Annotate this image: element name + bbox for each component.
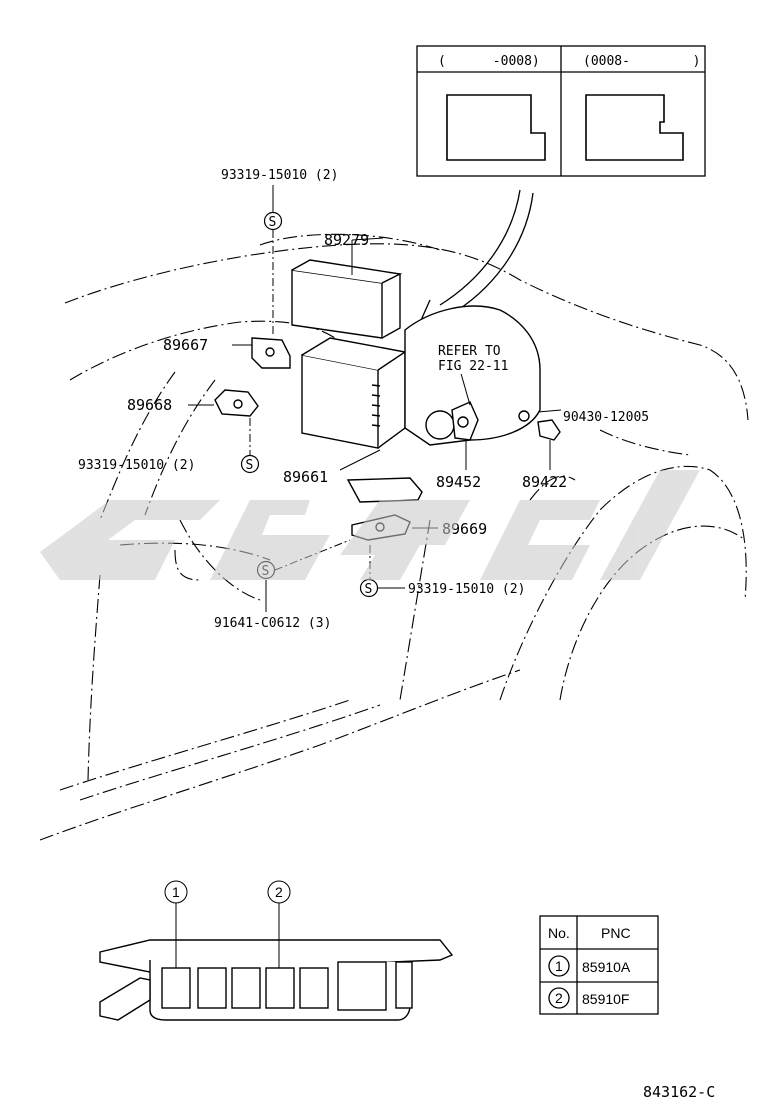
bracket-89668	[214, 389, 259, 417]
refer-bg	[435, 340, 517, 374]
connector-callouts	[164, 880, 291, 968]
label-89667: 89667	[163, 336, 208, 354]
pnc-row1-pnc: 85910A	[582, 959, 631, 975]
pnc-header-pnc: PNC	[601, 925, 631, 941]
label-89661: 89661	[283, 468, 328, 486]
inset-right-label: (0008- )	[583, 54, 700, 69]
pnc-header-no: No.	[548, 925, 570, 941]
label-93319-left: 93319-15010 (2)	[78, 458, 195, 473]
s-mark-bottom: S	[359, 578, 379, 598]
callout-1: 1	[172, 884, 180, 900]
label-93319-top: 93319-15010 (2)	[221, 168, 338, 183]
sensor-89422	[518, 410, 561, 441]
diagram-id: 843162-C	[643, 1083, 715, 1101]
inset-left-label: ( -0008)	[438, 54, 540, 69]
pnc-table	[539, 915, 659, 1015]
inset-box	[416, 45, 706, 177]
svg-text:S: S	[246, 458, 254, 473]
pnc-row1-no: 1	[555, 958, 563, 974]
pnc-row2-pnc: 85910F	[582, 991, 629, 1007]
sensor-89452	[451, 401, 479, 441]
s-mark-left: S	[240, 454, 260, 474]
svg-text:S: S	[365, 582, 373, 597]
bracket-89667	[251, 337, 291, 369]
label-refer-line1: REFER TO	[438, 344, 501, 359]
callout-2: 2	[275, 884, 283, 900]
label-89422: 89422	[522, 473, 567, 491]
label-refer-line2: FIG 22-11	[438, 359, 508, 374]
label-89452: 89452	[436, 473, 481, 491]
watermark-logo	[40, 470, 700, 580]
label-91641: 91641-C0612 (3)	[214, 616, 331, 631]
pnc-row2-no: 2	[555, 990, 563, 1006]
label-89279: 89279	[324, 231, 369, 249]
svg-text:S: S	[269, 215, 277, 230]
s-mark-top: S	[263, 211, 283, 231]
pointer-arrow	[421, 189, 534, 323]
label-90430: 90430-12005	[563, 410, 649, 425]
label-93319-bottom: 93319-15010 (2)	[408, 582, 525, 597]
label-89668: 89668	[127, 396, 172, 414]
connector-illustration	[99, 939, 454, 1021]
